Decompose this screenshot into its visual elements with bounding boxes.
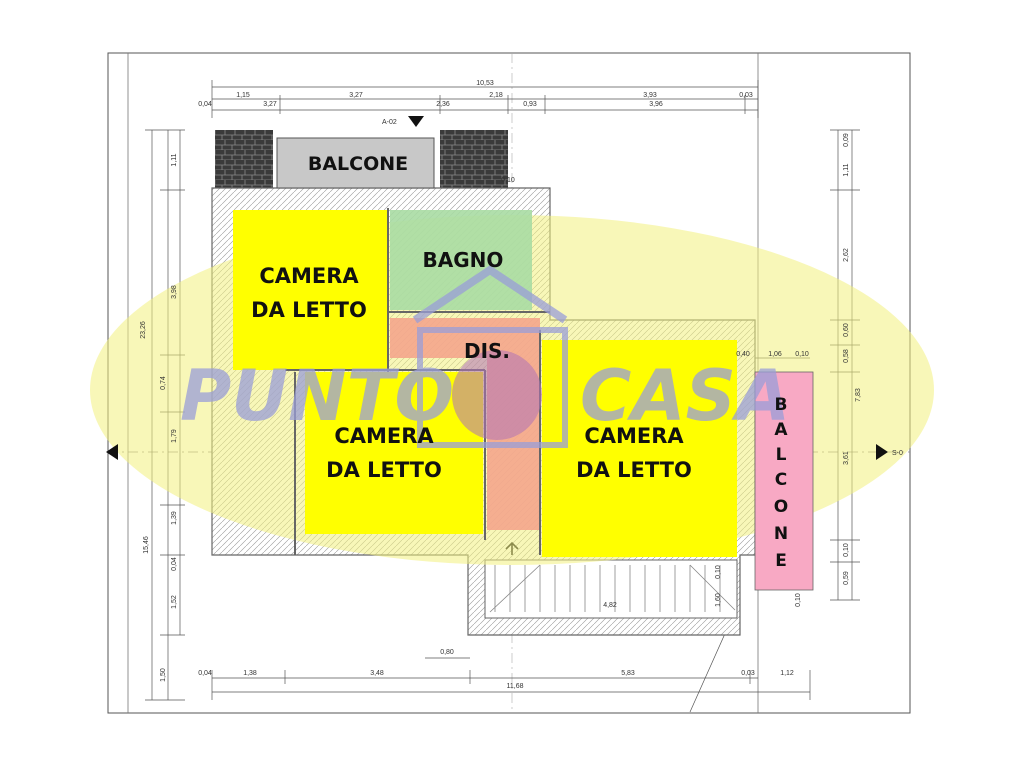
dim-top-row3: 3,96 [649,101,663,108]
watermark-text-right: CASA [580,355,790,437]
balcone-letter: C [775,470,787,490]
top-dimension-lines [211,80,759,118]
label-dis: DIS. [464,339,510,363]
watermark-logo: PUNTO CASA [180,265,790,448]
dim-stair-rise: 1,60 [715,593,722,607]
room-hall [390,318,540,358]
dim-right-outer: 0,58 [843,349,850,363]
dim-right-outer: 1,11 [843,163,850,176]
dim-stair-gap: 0,10 [715,565,722,579]
section-marker-top-label: A-02 [382,119,397,126]
dim-top-row3: 3,27 [263,101,277,108]
dim-left-outer: 15,46 [143,536,150,554]
dim-left-inner: 1,79 [171,429,178,443]
watermark-circle [452,350,542,440]
balcone-letter: B [775,395,788,415]
room-balcony-east [754,371,814,591]
watermark-text-left: PUNTO [180,355,454,437]
dim-top-row2: 3,93 [643,92,657,99]
dim-right-outer: 0,59 [843,571,850,585]
triangle-right-icon [876,444,888,460]
dim-top-row3: 0,04 [198,101,212,108]
dim-right-top: 0,09 [843,133,850,147]
triangle-left-icon [106,444,118,460]
dim-bottom-row: 1,38 [243,670,257,677]
dim-right-outer: 7,83 [855,388,862,402]
room-bedroom-east [542,340,737,557]
section-marker-right-label: S-0 [892,450,903,457]
dim-bottom-total: 11,68 [507,683,524,690]
dim-right-outer: 3,61 [843,451,850,465]
dim-right-outer: 0,10 [795,593,802,607]
dim-bottom-row: 5,83 [621,670,635,677]
dim-right-inner: 0,40 [736,351,750,358]
balcone-letter: E [775,551,787,571]
dim-bottom-row: 0,04 [198,670,212,677]
label-camera-e-2: DA LETTO [576,458,692,482]
dim-left-inner: 1,52 [171,595,178,609]
label-camera-nw-1: CAMERA [259,264,359,288]
balcone-letter: O [774,497,788,517]
dim-left-inner: 1,39 [171,511,178,525]
dim-top-row2: 2,18 [489,92,503,99]
balcone-letter: A [774,420,788,440]
dim-stair-length: 4,82 [603,602,617,609]
dim-top-row3: 2,36 [436,101,450,108]
label-balcone-vertical: B A L C O N E [774,395,789,571]
dim-bottom-row: 0,03 [741,670,755,677]
house-roof-icon [412,265,568,324]
balcone-letter: N [774,524,788,544]
dim-bottom-small: 0,80 [440,649,454,656]
dim-top-row3: 0,93 [523,101,537,108]
dim-bottom-row: 1,12 [780,670,794,677]
label-bagno: BAGNO [423,248,504,272]
dim-top-total: 10,53 [476,80,494,87]
dim-right-outer: 0,10 [843,543,850,557]
dim-right-outer: 0,60 [843,323,850,337]
triangle-down-icon [408,116,424,127]
label-camera-e-1: CAMERA [584,424,684,448]
balcone-letter: L [776,445,787,465]
dim-top-row2: 3,27 [349,92,363,99]
room-balcony-top [276,137,435,189]
dim-bottom-row: 3,48 [370,670,384,677]
house-body-icon [417,327,568,448]
dim-top-row2: 0,03 [739,92,753,99]
dim-left-inner: 0,04 [171,557,178,571]
dim-top-row2: 1,15 [236,92,250,99]
dim-left-inner: 0,74 [160,376,167,390]
dim-right-inner: 0,10 [795,351,809,358]
label-camera-c-2: DA LETTO [326,458,442,482]
staircase [484,559,738,619]
label-camera-c-1: CAMERA [334,424,434,448]
terrace-tiles-top-right [440,130,508,188]
dim-right-inner: 1,06 [768,351,782,358]
dim-left-outer: 1,50 [160,668,167,682]
label-camera-nw-2: DA LETTO [251,298,367,322]
dim-left-outer: 23,26 [140,321,147,339]
dim-left-inner: 3,98 [171,285,178,299]
dim-misc: 0,10 [501,177,515,184]
dim-right-outer: 2,62 [843,248,850,262]
terrace-tiles-top-left [215,130,273,192]
label-balcone-top: BALCONE [308,153,408,175]
room-bedroom-nw [233,210,388,370]
dim-left-inner: 1,11 [171,153,178,166]
